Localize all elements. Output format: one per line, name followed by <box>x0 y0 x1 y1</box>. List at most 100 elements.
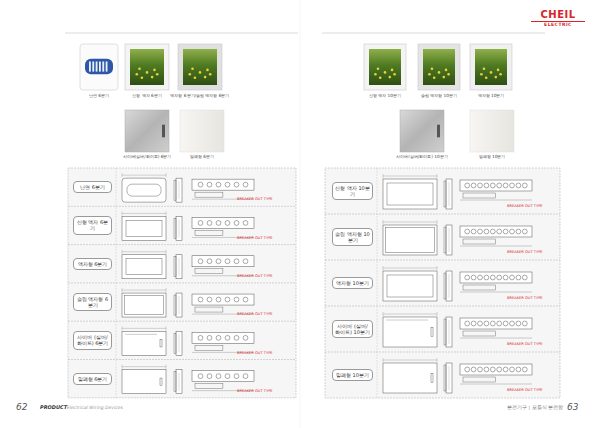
side-view-drawing <box>174 295 176 315</box>
terminal-block-drawing <box>510 321 515 326</box>
side-view-drawing <box>174 216 182 240</box>
spec-table <box>325 168 560 398</box>
page-rule <box>300 0 301 428</box>
product-photo <box>475 49 507 85</box>
row-label-box: 밀폐형 6분기 <box>73 373 112 385</box>
product-photo <box>183 49 217 85</box>
front-view-drawing <box>126 220 162 236</box>
front-view-drawing <box>383 220 384 224</box>
product-photo <box>497 69 500 72</box>
row-label: 슬림 액자형 6분기 <box>76 296 109 309</box>
terminal-block-drawing <box>192 179 254 190</box>
front-view-drawing <box>160 340 162 347</box>
side-view-drawing <box>179 373 180 391</box>
product-photo <box>194 77 197 80</box>
side-view-drawing <box>444 225 452 255</box>
front-view-drawing <box>122 173 166 202</box>
terminal-block-drawing <box>198 182 203 187</box>
product-photo <box>138 68 141 71</box>
product-photo <box>199 71 202 74</box>
front-view-drawing <box>387 183 433 205</box>
terminal-block-drawing <box>234 182 239 187</box>
front-view-drawing <box>383 360 437 361</box>
front-view-drawing <box>386 228 435 253</box>
front-view-drawing <box>122 331 166 355</box>
product-photo <box>191 68 194 71</box>
front-view-drawing <box>122 250 166 279</box>
terminal-block-drawing <box>234 374 239 379</box>
product-photo <box>423 49 455 85</box>
terminal-block-drawing <box>207 335 212 340</box>
terminal-block-drawing <box>522 367 527 372</box>
side-view-drawing <box>444 179 452 209</box>
product-photo <box>96 61 98 71</box>
terminal-block-drawing <box>460 364 532 384</box>
front-view-drawing <box>122 326 123 330</box>
terminal-block-drawing <box>198 221 203 226</box>
row-label-box: 슬림 액자형 6분기 <box>73 293 112 312</box>
terminal-block-drawing <box>216 335 221 340</box>
front-view-drawing <box>125 296 164 315</box>
terminal-block-drawing <box>460 180 532 200</box>
terminal-block-drawing <box>192 294 254 305</box>
front-view-drawing <box>122 211 123 215</box>
row-label: 액자형 10분기 <box>335 280 370 286</box>
row-label: 신형 액자 10분기 <box>335 185 370 198</box>
type-note: BREAKER OUT TYPE <box>507 342 543 346</box>
product-photo <box>377 68 380 71</box>
front-view-drawing <box>122 290 166 291</box>
terminal-block-drawing <box>490 229 495 234</box>
terminal-block-drawing <box>198 335 203 340</box>
terminal-block-drawing <box>243 297 248 302</box>
terminal-block-drawing <box>503 367 508 372</box>
photo-caption: 신형 액자 10분기 <box>369 94 401 99</box>
photo-caption: 밀폐형 6분기 <box>190 155 214 160</box>
terminal-block-drawing <box>192 371 254 382</box>
terminal-block-drawing <box>460 292 532 293</box>
terminal-block-drawing <box>207 297 212 302</box>
product-photo <box>470 110 514 152</box>
terminal-block-drawing <box>478 275 483 280</box>
front-view-drawing <box>386 320 428 321</box>
row-label-box: 액자형 10분기 <box>332 277 373 289</box>
row-label-box: 사이버 (실버/화이트) 6분기 <box>73 331 112 350</box>
row-label: 밀폐형 10분기 <box>335 372 370 378</box>
terminal-block-drawing <box>243 259 248 264</box>
product-photo <box>204 76 207 79</box>
terminal-block-drawing <box>234 335 239 340</box>
spec-table <box>68 282 296 283</box>
terminal-block-drawing <box>516 367 521 372</box>
terminal-block-drawing <box>216 297 221 302</box>
front-view-drawing <box>122 216 166 240</box>
product-photo <box>393 73 396 76</box>
front-view-drawing <box>383 174 437 209</box>
terminal-block-drawing <box>478 229 483 234</box>
front-view-drawing <box>122 365 166 394</box>
front-view-drawing <box>122 251 166 252</box>
front-view-drawing <box>437 266 438 270</box>
terminal-block-drawing <box>471 367 476 372</box>
page-number: 63 <box>567 402 578 412</box>
front-view-drawing <box>126 259 162 275</box>
side-view-drawing <box>179 181 180 199</box>
side-view-drawing <box>444 227 446 253</box>
terminal-block-drawing <box>463 193 495 198</box>
page-rule <box>322 33 545 34</box>
terminal-block-drawing <box>490 367 495 372</box>
terminal-block-drawing <box>516 183 521 188</box>
type-note: BREAKER OUT TYPE <box>237 274 273 278</box>
product-photo <box>431 68 434 71</box>
section-name: PRODUCT <box>40 405 67 411</box>
terminal-block-drawing <box>460 272 532 283</box>
side-view-drawing <box>449 182 450 206</box>
spec-table <box>68 168 296 398</box>
product-photo <box>141 77 144 80</box>
product-photo <box>102 61 104 71</box>
section-name: 분전기구 | 모듈식 분전함 <box>507 405 563 410</box>
side-view-drawing <box>444 271 452 301</box>
terminal-block-drawing <box>460 200 532 201</box>
terminal-block-drawing <box>207 221 212 226</box>
photo-caption: 액자형 10분기 <box>478 94 505 99</box>
